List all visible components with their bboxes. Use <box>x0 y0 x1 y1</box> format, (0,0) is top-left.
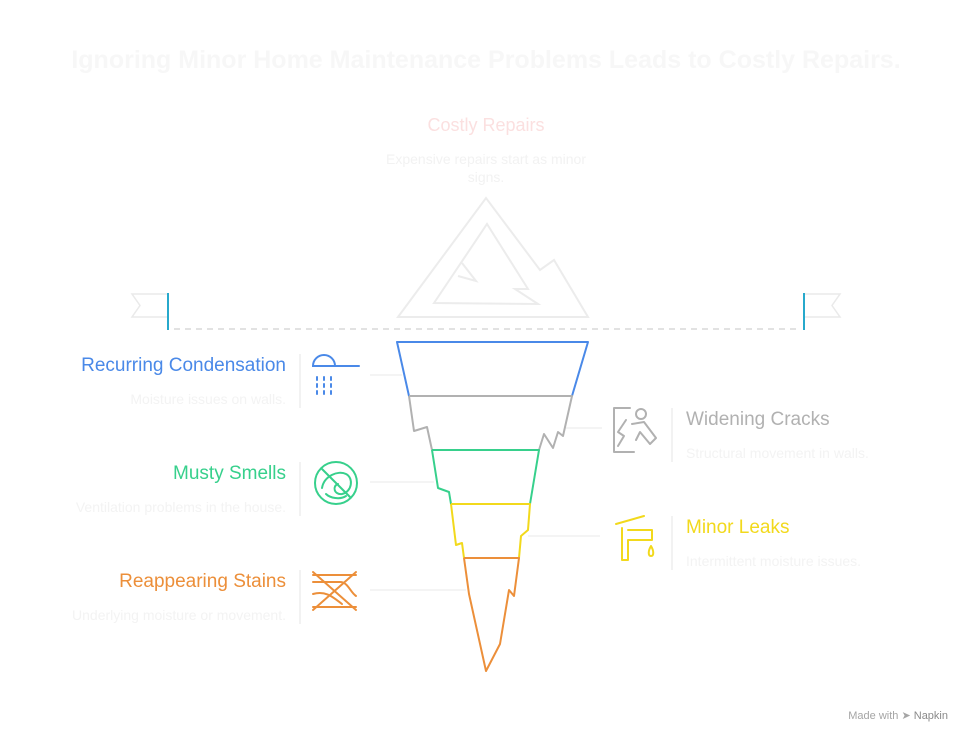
label-widening-cracks: Widening Cracks <box>686 409 830 430</box>
faucet-icon <box>615 515 655 561</box>
mountain-icon <box>396 196 590 318</box>
funnel-segment-cracks <box>408 395 573 451</box>
diagram-title: Ignoring Minor Home Maintenance Problems… <box>71 46 901 74</box>
top-description: Expensive repairs start as minor signs. <box>386 151 586 185</box>
napkin-brand: Napkin <box>913 710 948 722</box>
label-minor-leaks: Minor Leaks <box>686 517 790 538</box>
right-flag <box>803 293 842 330</box>
made-with-text: Made with <box>848 710 899 722</box>
label-recurring-condensation: Recurring Condensation <box>81 355 286 376</box>
wall-crack-icon <box>613 407 657 453</box>
made-with-napkin: Made with ➤ Napkin <box>848 709 948 722</box>
label-reappearing-stains: Reappearing Stains <box>119 571 286 592</box>
no-smell-icon <box>314 461 358 505</box>
top-title: Costly Repairs <box>427 115 545 135</box>
funnel-segment-stains <box>463 557 520 672</box>
desc-musty-smells: Ventilation problems in the house. <box>75 499 286 515</box>
funnel-segment-leaks <box>450 503 531 559</box>
napkin-logo-icon: ➤ <box>901 710 911 722</box>
funnel-segment-smells <box>431 449 540 505</box>
desc-reappearing-stains: Underlying moisture or movement. <box>72 607 286 623</box>
left-flag <box>130 293 169 330</box>
desc-widening-cracks: Structural movement in walls. <box>686 445 869 461</box>
desc-recurring-condensation: Moisture issues on walls. <box>130 391 286 407</box>
shower-icon <box>311 354 360 395</box>
label-musty-smells: Musty Smells <box>173 463 286 484</box>
funnel-segment-condensation <box>396 341 589 397</box>
no-stain-icon <box>312 571 357 611</box>
desc-minor-leaks: Intermittent moisture issues. <box>686 553 862 569</box>
